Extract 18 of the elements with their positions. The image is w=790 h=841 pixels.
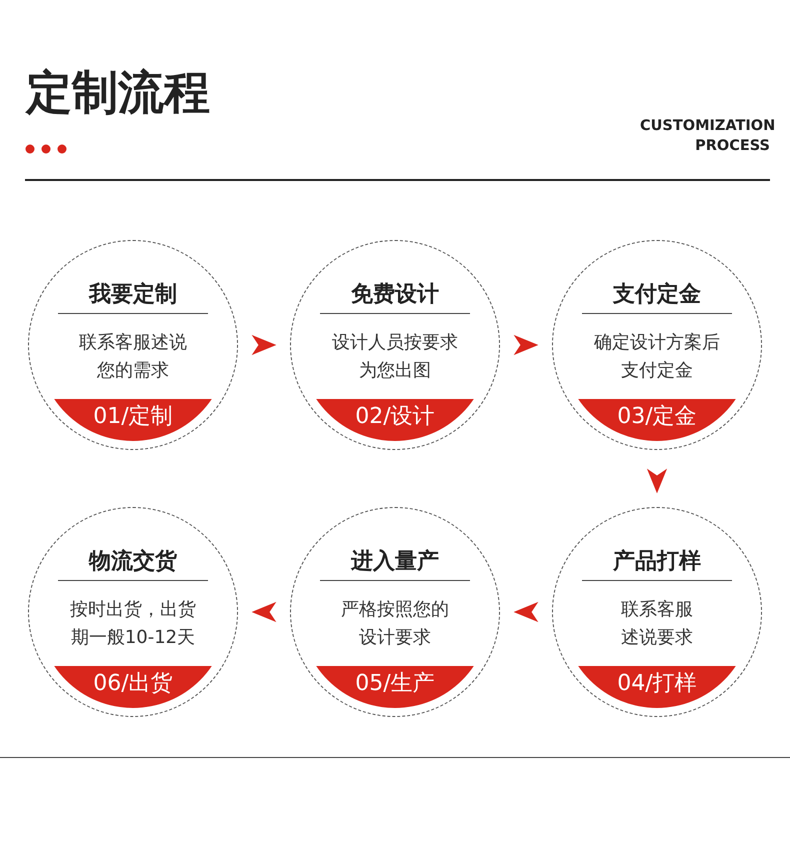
arrow xyxy=(514,602,538,622)
step-description: 设计人员按要求为您出图 xyxy=(330,331,459,383)
step-heading: 进入量产 xyxy=(320,548,470,581)
step-description: 按时出货，出货期一般10-12天 xyxy=(68,598,197,650)
step-description: 联系客服述说要求 xyxy=(620,598,694,650)
step-heading: 免费设计 xyxy=(320,281,470,314)
arrow xyxy=(252,602,276,622)
step-heading: 物流交货 xyxy=(58,548,208,581)
page-title: 定制流程 xyxy=(26,64,210,121)
step-heading: 我要定制 xyxy=(58,281,208,314)
step-heading: 支付定金 xyxy=(582,281,732,314)
arrow xyxy=(514,334,538,356)
step-description: 联系客服述说您的需求 xyxy=(78,331,188,383)
step-heading: 产品打样 xyxy=(582,548,732,581)
arrow xyxy=(252,334,276,356)
step-description: 严格按照您的设计要求 xyxy=(340,598,450,650)
step-description: 确定设计方案后支付定金 xyxy=(592,331,721,383)
arrow xyxy=(646,468,668,494)
